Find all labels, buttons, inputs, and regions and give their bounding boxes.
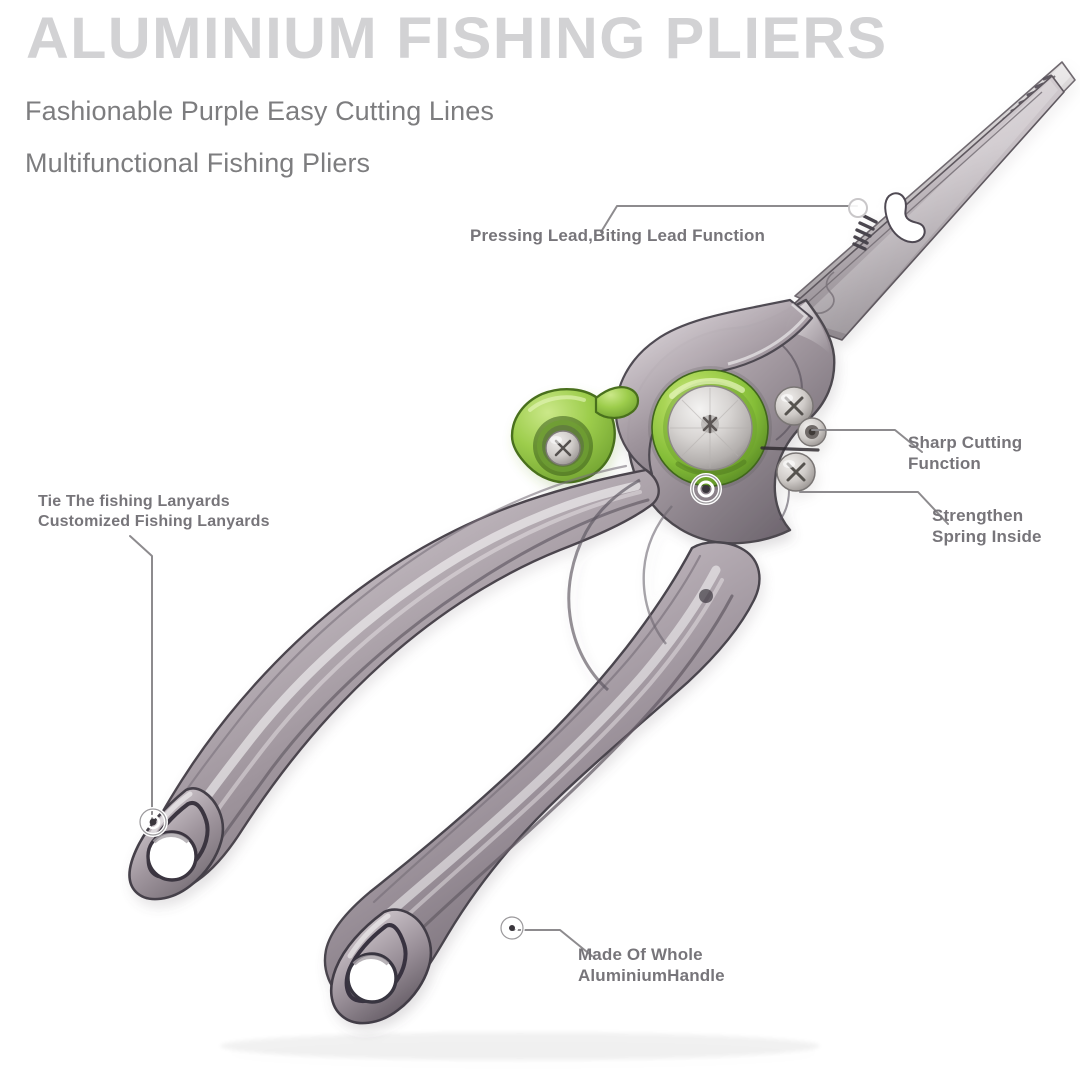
callout-line: Spring Inside	[932, 527, 1042, 546]
subtitle-line-2: Multifunctional Fishing Pliers	[25, 148, 371, 178]
green-spring-lever	[510, 386, 640, 484]
anchor-handle-body	[499, 915, 525, 941]
jaw-linkage-arm	[614, 298, 814, 476]
leader-sharp-cutting	[811, 429, 923, 453]
upper-jaw	[794, 61, 1076, 321]
handle-junction-detail	[567, 478, 713, 692]
callout-aluminium-handle: Made Of Whole AluminiumHandle	[578, 944, 725, 986]
callout-anchors	[138, 198, 868, 941]
hex-fitting	[797, 417, 827, 447]
callout-line: Made Of Whole	[578, 945, 703, 964]
callout-line: Sharp Cutting	[908, 433, 1023, 452]
callout-strengthen-spring: Strengthen Spring Inside	[932, 505, 1042, 547]
screw-lower	[776, 452, 816, 492]
screw-upper	[774, 386, 814, 426]
assembly-screws	[760, 386, 827, 492]
leader-strengthen-spring	[799, 491, 949, 525]
callout-line: Function	[908, 454, 981, 473]
anchor-pivot-target	[690, 473, 722, 505]
handle-tip-lower	[329, 908, 433, 1025]
anchor-lanyard-hole	[138, 807, 168, 837]
handle-lower	[323, 541, 761, 1009]
callout-sharp-cutting: Sharp Cutting Function	[908, 432, 1022, 474]
pliers-head-body	[626, 298, 836, 545]
handle-tip-upper	[128, 786, 225, 901]
callout-line: Tie The fishing Lanyards	[38, 493, 230, 510]
callout-line: Customized Fishing Lanyards	[38, 513, 270, 530]
jaw-scallops	[781, 271, 835, 359]
crimping-notch	[850, 192, 926, 251]
callout-line: AluminiumHandle	[578, 966, 725, 985]
lower-jaw	[777, 75, 1065, 341]
callout-line: Strengthen	[932, 506, 1024, 525]
page-title: ALUMINIUM FISHING PLIERS	[26, 6, 888, 71]
pivot-center-screw	[701, 414, 719, 434]
anchor-pressing-lead	[848, 198, 868, 218]
callout-tie-lanyards: Tie The fishing Lanyards Customized Fish…	[38, 492, 270, 532]
leader-tie-lanyards	[129, 535, 153, 821]
callout-pressing-lead: Pressing Lead,Biting Lead Function	[470, 225, 765, 246]
subtitle-line-1: Fashionable Purple Easy Cutting Lines	[25, 96, 494, 126]
callout-line: Pressing Lead,Biting Lead Function	[470, 226, 766, 245]
green-pivot-ring	[648, 366, 772, 490]
